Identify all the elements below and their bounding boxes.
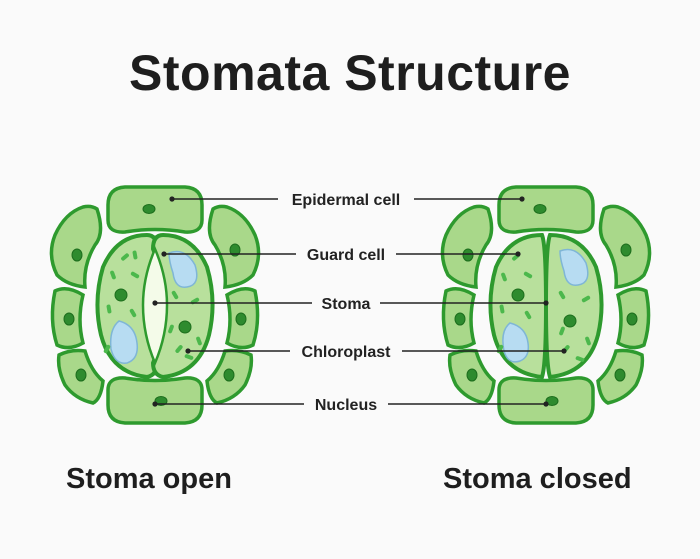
vacuole-right-closed <box>559 248 589 286</box>
caption-stoma-open: Stoma open <box>66 463 232 495</box>
caption-stoma-closed: Stoma closed <box>443 463 632 495</box>
vacuole-left <box>109 320 139 364</box>
stoma-open-diagram <box>49 185 261 425</box>
leader-lines <box>152 196 567 407</box>
label-nucleus: Nucleus <box>315 397 377 414</box>
diagram-title: Stomata Structure <box>129 45 571 101</box>
stoma-closed-diagram <box>440 185 652 425</box>
label-stoma: Stoma <box>322 296 371 313</box>
vacuole-right <box>168 250 198 288</box>
label-epidermal-cell: Epidermal cell <box>292 192 401 209</box>
stoma-pore-open <box>141 245 169 367</box>
label-guard-cell: Guard cell <box>307 247 385 264</box>
vacuole-left-closed <box>502 322 530 363</box>
label-chloroplast: Chloroplast <box>302 344 392 361</box>
